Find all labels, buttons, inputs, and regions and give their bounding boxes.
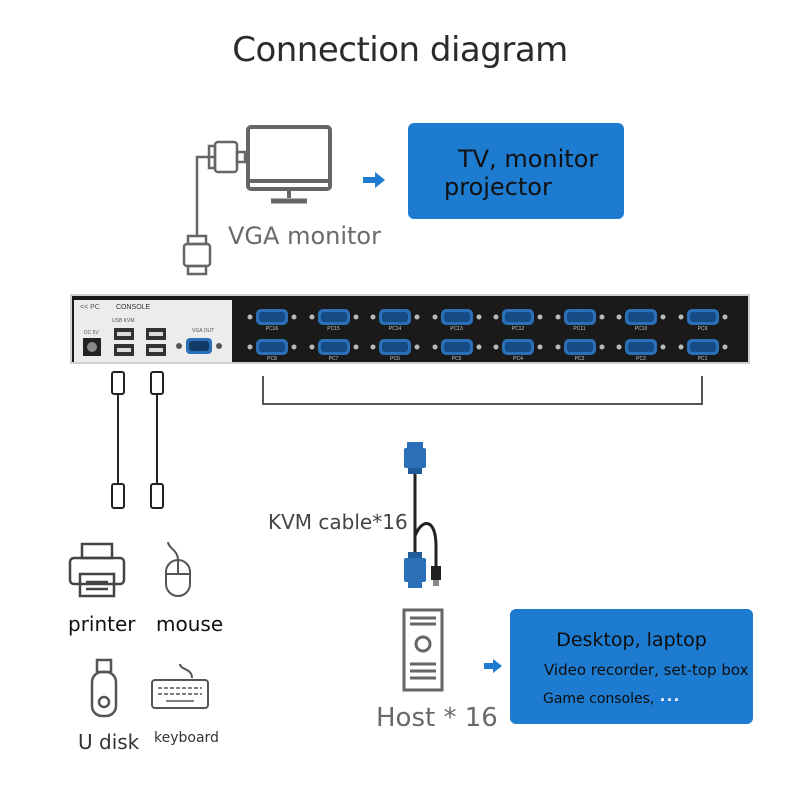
vga-port	[492, 338, 544, 356]
printer-label: printer	[68, 612, 136, 636]
host-box-line-2: Video recorder, set-top box	[544, 661, 749, 679]
usb-drive-icon	[90, 658, 118, 718]
usb-port-icon	[114, 328, 134, 356]
usb-label: USB KVM	[112, 318, 135, 324]
vga-port	[615, 308, 667, 326]
vga-port	[554, 338, 606, 356]
vga-port	[308, 308, 360, 326]
vga-port	[246, 338, 298, 356]
monitor-label: VGA monitor	[228, 222, 381, 250]
ports-bracket	[262, 376, 703, 405]
output-line-2: projector	[444, 173, 552, 201]
vga-cable-icon	[182, 140, 247, 276]
monitor-icon	[246, 125, 332, 204]
vga-port-label: PC11	[573, 326, 586, 332]
vga-port-label: PC10	[634, 326, 648, 332]
dc-label: DC 5V	[84, 330, 99, 336]
vga-port-label: PC9	[697, 326, 708, 332]
output-devices-box: TV, monitor projector	[408, 123, 624, 219]
vga-port	[492, 308, 544, 326]
pc-tower-icon	[402, 608, 444, 692]
host-label: Host * 16	[376, 703, 498, 733]
vga-port-label: PC13	[450, 326, 463, 332]
usb-cables-icon	[111, 371, 164, 509]
vga-out-port-icon	[176, 338, 222, 354]
kvm-cable-icon	[404, 442, 441, 588]
vga-port-label: PC8	[267, 356, 277, 362]
mouse-label: mouse	[156, 612, 224, 636]
kvm-cable-label: KVM cable*16	[268, 510, 408, 534]
vga-port	[246, 308, 298, 326]
host-box-line-3: Game consoles,	[543, 691, 655, 707]
arrow-right-icon	[484, 659, 502, 678]
printer-icon	[68, 542, 126, 598]
output-line-1: TV, monitor	[458, 145, 599, 173]
vga-port-label: PC7	[328, 356, 339, 362]
vga-port-label: PC14	[388, 326, 402, 332]
dc-port-icon	[83, 338, 101, 356]
vga-port	[369, 308, 421, 326]
vga-port	[308, 338, 360, 356]
panel-left-tag: << PC	[80, 304, 100, 311]
keyboard-icon	[151, 663, 209, 709]
diagram-title: Connection diagram	[232, 30, 568, 70]
vga-port	[677, 338, 729, 356]
host-box-line-1: Desktop, laptop	[556, 629, 707, 651]
vga-port-label: PC15	[327, 326, 340, 332]
vga-port-label: PC12	[511, 326, 525, 332]
console-panel: << PC CONSOLE USB KVM DC 5V VGA OUT	[74, 300, 232, 362]
mouse-icon	[165, 541, 191, 597]
vga-monitor-group	[182, 125, 332, 276]
vga-port	[369, 338, 421, 356]
host-box-line-4: ...	[660, 685, 682, 705]
vga-port-label: PC5	[451, 356, 462, 362]
usb-port-icon	[146, 328, 166, 356]
vga-port	[677, 308, 729, 326]
vga-port-label: PC2	[636, 356, 646, 362]
vga-port	[615, 338, 667, 356]
vga-port-label: PC16	[265, 326, 279, 332]
keyboard-label: keyboard	[154, 730, 219, 746]
vga-port-label: PC3	[574, 356, 585, 362]
vga-port-label: PC1	[697, 356, 708, 362]
console-label: CONSOLE	[116, 304, 151, 311]
u-disk-label: U disk	[78, 730, 140, 754]
arrow-right-icon	[363, 172, 385, 193]
vga-port	[431, 308, 483, 326]
vga-port-label: PC4	[513, 356, 523, 362]
vga-port	[554, 308, 606, 326]
vga-port-label: PC6	[390, 356, 400, 362]
vga-port	[431, 338, 483, 356]
host-devices-box: Desktop, laptop Video recorder, set-top …	[510, 609, 753, 724]
vga-out-label: VGA OUT	[192, 328, 215, 334]
